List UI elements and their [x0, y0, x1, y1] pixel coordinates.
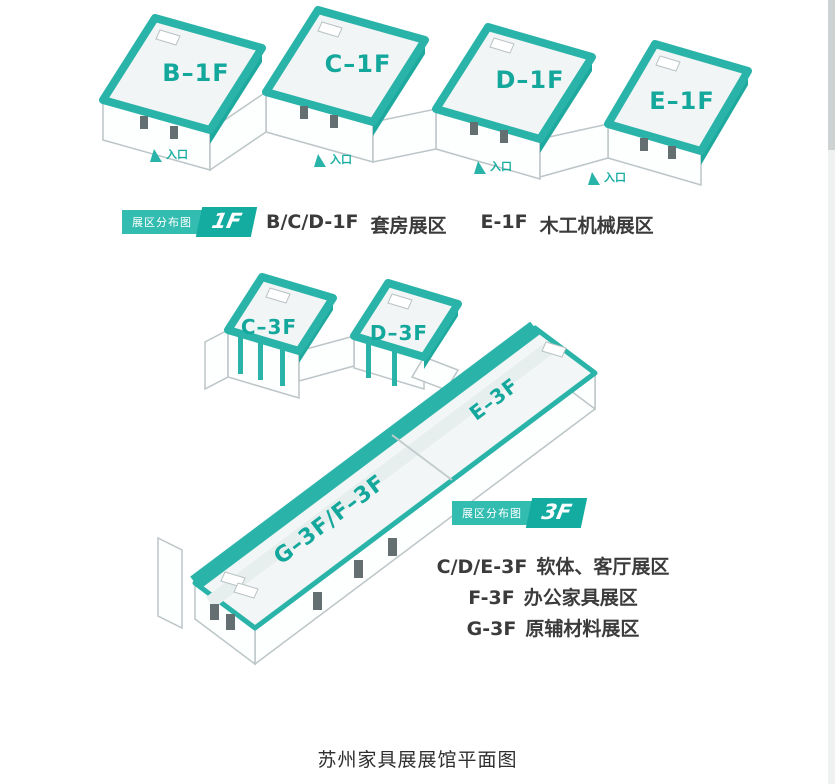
legend-item: B/C/D-1F 套房展区 — [266, 211, 447, 238]
entrance-label: 入口 — [604, 171, 626, 184]
legend-name: 原辅材料展区 — [525, 618, 640, 640]
floor3-badge: 展区分布图 3F — [452, 498, 588, 528]
long-hall-strip — [157, 321, 598, 666]
legend-name: 套房展区 — [370, 215, 447, 237]
floor1-badge-ribbon: 展区分布图 — [122, 210, 202, 234]
hall-label-d1f: D–1F — [495, 66, 565, 94]
legend-name: 软体、客厅展区 — [536, 556, 670, 578]
legend-zone: G-3F — [466, 618, 517, 640]
floor1-badge-tag: 1F — [195, 207, 258, 237]
legend-zone: E-1F — [480, 211, 528, 233]
floor1-halls — [99, 6, 752, 186]
hall-label-e1f: E–1F — [649, 87, 715, 115]
entrance-label: 入口 — [330, 153, 352, 166]
legend-item: G-3F 原辅材料展区 — [408, 614, 698, 645]
legend-zone: B/C/D-1F — [266, 211, 359, 233]
legend-item: F-3F 办公家具展区 — [408, 583, 698, 614]
glass-pillars — [238, 334, 397, 386]
entrance-arrow-icon — [314, 154, 326, 167]
entrance-arrow-icon — [588, 172, 600, 185]
floor1-legend: B/C/D-1F 套房展区 E-1F 木工机械展区 — [266, 211, 654, 238]
scrollbar-thumb[interactable] — [828, 0, 835, 150]
legend-zone: F-3F — [468, 587, 515, 609]
hall-label-d3f: D–3F — [369, 321, 429, 345]
entrance-marker-b: 入口 — [150, 146, 188, 162]
entrance-label: 入口 — [166, 148, 188, 161]
legend-item: E-1F 木工机械展区 — [481, 211, 654, 238]
scrollbar-track[interactable] — [828, 0, 835, 784]
legend-name: 木工机械展区 — [539, 215, 654, 237]
entrance-marker-d: 入口 — [474, 158, 512, 174]
floor3-halls — [157, 273, 598, 666]
legend-item: C/D/E-3F 软体、客厅展区 — [408, 552, 698, 583]
entrance-label: 入口 — [490, 160, 512, 173]
legend-zone: C/D/E-3F — [436, 556, 528, 578]
floor3-badge-tag: 3F — [525, 498, 588, 528]
entrance-marker-e: 入口 — [588, 169, 626, 185]
entrance-marker-c: 入口 — [314, 151, 352, 167]
entrance-arrow-icon — [150, 149, 162, 162]
legend-name: 办公家具展区 — [523, 587, 638, 609]
floor3-legend: C/D/E-3F 软体、客厅展区 F-3F 办公家具展区 G-3F 原辅材料展区 — [408, 552, 698, 645]
hall-label-c3f: C–3F — [240, 315, 298, 339]
page-title: 苏州家具展展馆平面图 — [317, 749, 518, 771]
floor3-badge-ribbon: 展区分布图 — [452, 501, 532, 525]
hall-label-c1f: C–1F — [324, 50, 392, 78]
rooftop-vents — [155, 21, 681, 72]
floor1-badge: 展区分布图 1F — [122, 207, 258, 237]
hall-label-b1f: B–1F — [162, 59, 230, 87]
hall-doors — [140, 106, 676, 159]
entrance-arrow-icon — [474, 161, 486, 174]
